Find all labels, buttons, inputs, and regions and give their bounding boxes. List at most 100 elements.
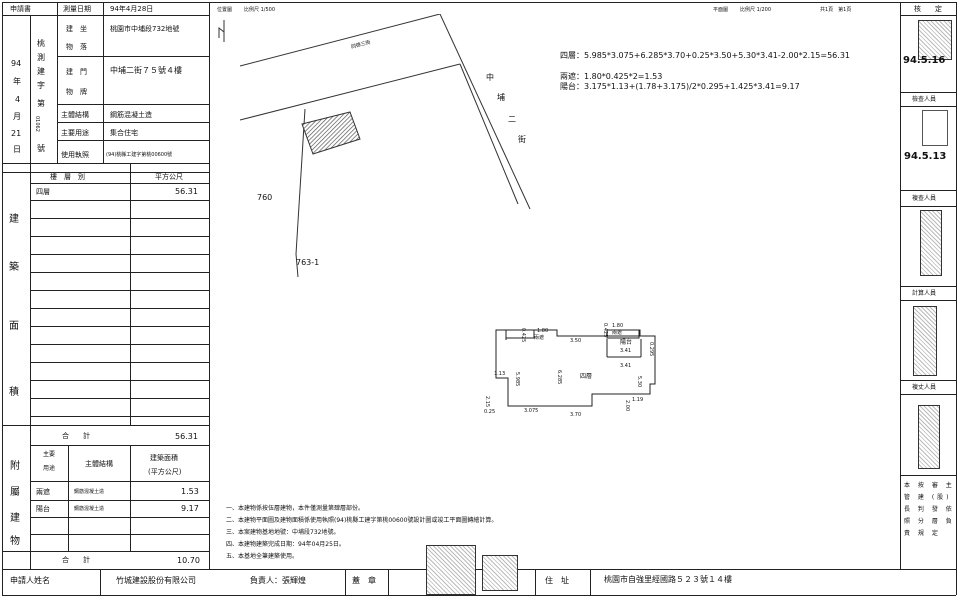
plan-dim-15: 0.25 [484,409,496,415]
plan-dim-4: 3.41 [620,348,632,354]
structure-value: 鋼筋混凝土造 [110,111,152,119]
side-year-unit: 年 [13,77,21,86]
note-4: 四、本建物建築完成日期：94年04月25日。 [226,541,345,548]
annex-header-area-2: (平方公尺) [148,468,182,476]
page-count: 共1頁 第1頁 [820,7,852,13]
floor-row-area: 56.31 [175,187,198,196]
doorplate-label-2: 物 牌 [66,88,87,96]
annex-row-2-structure: 鋼筋混凝土造 [74,506,105,512]
location-map-scale: 比例尺 1/500 [244,7,275,13]
annex-header-purpose-1: 主要 [43,451,56,458]
lot-760-label: 760 [257,193,273,202]
checker-date: 94.5.13 [904,151,947,162]
plan-dim-13: 2.15 [484,396,490,408]
draw-staff-label: 複丈人員 [912,384,937,391]
plan-dim-7: 3.075 [524,408,539,414]
address-label: 住 址 [545,576,569,585]
floor-table-rule [30,416,209,417]
building-footprint [301,111,361,155]
annex-row-1-purpose: 兩遮 [36,488,50,496]
note-5: 五、本基地全筆建築使用。 [226,553,299,560]
license-label: 使用執照 [61,151,89,159]
road-east-label-1: 中 [486,73,494,82]
annex-row-1-area: 1.53 [181,487,199,496]
applicant-name: 竹城建設股份有限公司 [116,576,196,585]
applicant-form-header: 申請書 [10,5,31,13]
calc-balcony: 陽台：3.175*1.13+(1.78+3.175)/2*0.295+1.425… [560,82,800,91]
plan-dim-14: 2.00 [624,400,630,412]
calc-staff-label: 計算人員 [912,290,937,297]
annex-label-3: 建 [10,513,20,524]
plan-balcony-label: 陽台 [620,339,633,346]
checker-label: 檢查人員 [912,96,937,103]
road-east-label-2: 埔 [497,93,505,102]
annex-label-4: 物 [10,536,20,547]
survey-staff-stamp [920,210,942,276]
building-area-label-4: 積 [9,387,19,398]
annex-header-purpose-2: 用途 [43,465,56,472]
plan-dim-5: 3.41 [620,363,632,369]
plan-dim-2: 3.50 [570,338,582,344]
verify-stamp [918,20,952,60]
note-1: 一、本建物係按伍層建物，本件僅測量第肆層部份。 [226,505,365,512]
seal-label: 蓋 章 [352,576,376,585]
north-arrow-icon [218,20,225,42]
plan-dim-8: 1.13 [494,371,506,377]
floor-row-name: 四層 [36,188,50,196]
checker-stamp [922,110,948,146]
plan-dim-1: 1.80 [537,328,549,334]
road-east-label-3: 二 [508,115,516,124]
floor-plan-scale: 比例尺 1/200 [740,7,771,13]
plan-dim-6: 3.70 [570,412,582,418]
floor-table-rule [30,344,209,345]
floor-table-rule [30,272,209,273]
plan-dim-11: 5.30 [636,376,642,388]
lot-763-label: 763-1 [296,258,320,267]
annex-header-structure: 主體結構 [85,460,113,468]
calc-floor4: 四層：5.985*3.075+6.285*3.70+0.25*3.50+5.30… [560,51,850,60]
floor-table-rule [30,254,209,255]
side-month-unit: 月 [13,112,21,121]
subtotal-label: 合 計 [62,432,90,440]
plan-rain-label-2: 兩遮 [612,330,623,336]
structure-label: 主體結構 [61,111,89,119]
side-day: 21 [11,129,22,138]
floor-table-rule [30,380,209,381]
purpose-value: 集合住宅 [110,129,138,137]
floor-table-rule [30,326,209,327]
survey-date-value: 94年4月28日 [110,5,154,13]
side2-5: 01062 [34,116,40,132]
annex-row-2-area: 9.17 [181,504,199,513]
location-value: 桃園市中埔段732地號 [110,25,180,33]
address-value: 桃園市自強里經國路５２３號１４樓 [604,575,732,584]
plan-dim-17: 0.425 [520,328,526,343]
floor-table-rule [30,236,209,237]
side2-3: 字 [37,81,45,90]
representative: 負責人：張輝煌 [250,576,306,585]
delegation-note: 本 按 審 主 管 建 (股) 長 判 發 依 照 分 層 負 責 規 定 [904,482,955,537]
floor-header: 樓 層 別 [50,173,85,181]
area-header: 平方公尺 [155,173,183,181]
note-3: 三、本案建物基地地號：中埔段732地號。 [226,529,340,536]
purpose-label: 主要用途 [61,129,89,137]
floor-table-rule [30,290,209,291]
floor-plan-outline [495,329,656,407]
floor-table-rule [30,218,209,219]
drawing-svg [218,14,656,407]
plan-room-label: 四層 [580,373,593,380]
floor-plan-header: 平面圖 [713,7,729,13]
location-map-header: 位置圖 [217,7,233,13]
road-lines [239,14,531,278]
plan-dim-16: 0.295 [648,342,654,357]
calc-rain: 兩遮：1.80*0.425*2=1.53 [560,72,663,81]
survey-date-label: 測量日期 [63,5,91,13]
annex-header-area-1: 建築面積 [150,454,178,462]
note-2: 二、本建物平面圖及建物面積係使用執照(94)桃縣工建字第桃00600號設計圖或竣… [226,517,498,524]
company-seal [426,545,476,595]
side2-4: 第 [37,99,45,108]
side2-6: 號 [37,144,45,153]
plan-dim-10: 5.985 [514,372,520,387]
location-label-2: 物 落 [66,43,87,51]
plan-rain-label-1: 兩遮 [534,335,545,341]
side-year: 94 [11,59,22,68]
